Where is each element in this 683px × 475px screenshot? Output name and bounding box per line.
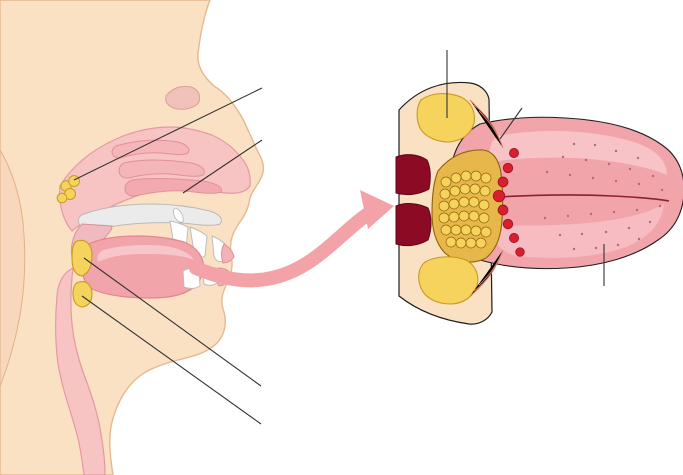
right-panel-tonsil-top	[417, 94, 474, 142]
head-sagittal-section	[0, 0, 263, 475]
right-panel-tonsil-bottom	[419, 257, 478, 304]
tongue-dorsal-view	[396, 82, 683, 324]
tonsil-lower	[73, 282, 92, 307]
tonsil-upper	[72, 240, 92, 276]
epiglottis-lower	[396, 204, 431, 246]
epiglottis-upper	[396, 155, 430, 195]
